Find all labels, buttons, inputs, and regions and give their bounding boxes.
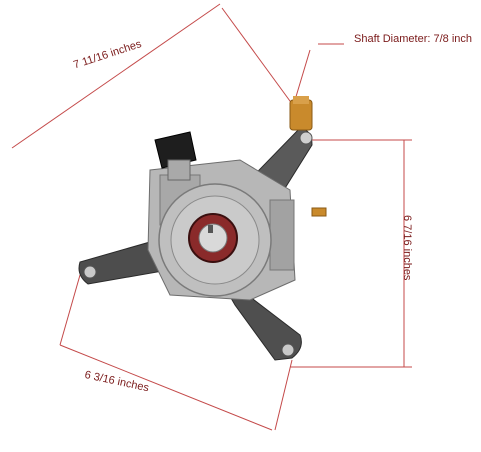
bottom-right-extension <box>274 359 293 431</box>
left-arm-hole <box>83 265 97 279</box>
top-dimension-line <box>11 3 221 149</box>
keyway <box>208 225 213 233</box>
brass-inlet-fitting <box>289 99 313 131</box>
shaft-diameter-label: Shaft Diameter: 7/8 inch <box>354 33 473 45</box>
brass-nipple <box>311 207 327 217</box>
upper-arm-hole <box>299 131 313 145</box>
bottom-dimension-line <box>59 344 273 431</box>
knob-stem <box>167 159 191 181</box>
left-extension-line <box>59 274 81 346</box>
shaft-bore <box>198 223 228 253</box>
right-dimension-label: 6 7/16 inches <box>401 215 413 281</box>
unloader-knob <box>154 131 197 169</box>
dimension-lines <box>11 3 412 431</box>
lower-arm-hole <box>281 343 295 357</box>
side-manifold <box>269 199 295 271</box>
right-guide-line <box>221 7 299 113</box>
shaft-leader-line-2 <box>294 49 311 101</box>
brass-fitting-top <box>293 96 309 104</box>
